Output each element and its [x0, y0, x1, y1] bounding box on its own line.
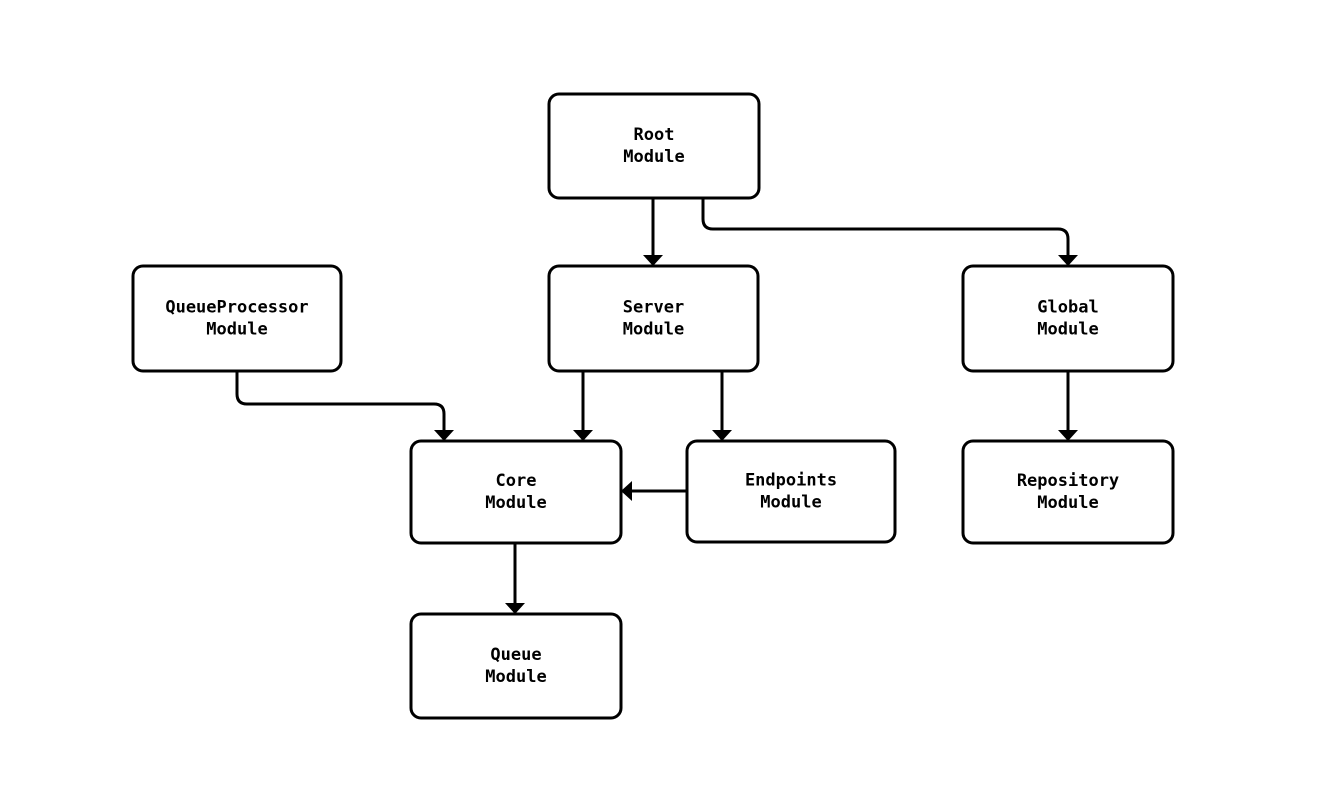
- node-label-line1-server: Server: [623, 298, 684, 318]
- arrowhead-icon: [643, 255, 663, 266]
- edge-queueprocessor-to-core: QueueProcessor Module to Core Module: [235, 371, 454, 441]
- node-label-line2-queueprocessor: Module: [206, 320, 267, 340]
- node-box-server[interactable]: [547, 264, 760, 373]
- edge-endpoints-to-core: Endpoints Module to Core Module: [621, 481, 687, 501]
- edge-root-to-server: Root Module to Server Module: [643, 198, 663, 266]
- edge-core-to-queue: Core Module to Queue Module: [505, 543, 525, 614]
- edge-line: [701, 198, 1070, 256]
- node-box-queue[interactable]: [409, 612, 623, 720]
- edge-server-to-core: Server Module to Core Module: [573, 371, 593, 441]
- node-label-line2-endpoints: Module: [760, 493, 821, 513]
- node-box-queueprocessor[interactable]: [131, 264, 343, 373]
- node-box-repository[interactable]: [961, 439, 1175, 545]
- node-box-core[interactable]: [409, 439, 623, 545]
- arrowhead-icon: [573, 430, 593, 441]
- arrowhead-icon: [712, 430, 732, 441]
- arrowhead-icon: [621, 481, 632, 501]
- node-label-line1-endpoints: Endpoints: [745, 471, 837, 491]
- node-label-line1-repository: Repository: [1017, 471, 1119, 491]
- edge-root-to-global: Root Module to Global Module: [701, 198, 1078, 266]
- arrowhead-icon: [434, 430, 454, 441]
- node-label-line1-queue: Queue: [490, 645, 541, 665]
- nodes-layer: RootModuleQueueProcessorModuleServerModu…: [131, 92, 1175, 720]
- node-box-global[interactable]: [961, 264, 1175, 373]
- arrowhead-icon: [1058, 430, 1078, 441]
- node-label-line2-server: Module: [623, 320, 684, 340]
- arrowhead-icon: [505, 603, 525, 614]
- node-label-line1-global: Global: [1037, 298, 1098, 318]
- edges-layer: Root Module to Server Module Root Module …: [235, 198, 1078, 614]
- node-label-line2-global: Module: [1037, 320, 1098, 340]
- node-label-line2-queue: Module: [485, 667, 546, 687]
- node-label-line1-queueprocessor: QueueProcessor: [165, 298, 308, 318]
- node-box-root[interactable]: [547, 92, 761, 200]
- node-label-line2-root: Module: [623, 147, 684, 167]
- edge-global-to-repository: Global Module to Repository Module: [1058, 371, 1078, 441]
- node-label-line2-core: Module: [485, 493, 546, 513]
- node-label-line1-core: Core: [496, 471, 537, 491]
- arrowhead-icon: [1058, 255, 1078, 266]
- node-label-line1-root: Root: [634, 125, 675, 145]
- edge-line: [235, 371, 446, 431]
- node-label-line2-repository: Module: [1037, 493, 1098, 513]
- node-box-endpoints[interactable]: [685, 439, 897, 544]
- edge-server-to-endpoints: Server Module to Endpoints Module: [712, 371, 732, 441]
